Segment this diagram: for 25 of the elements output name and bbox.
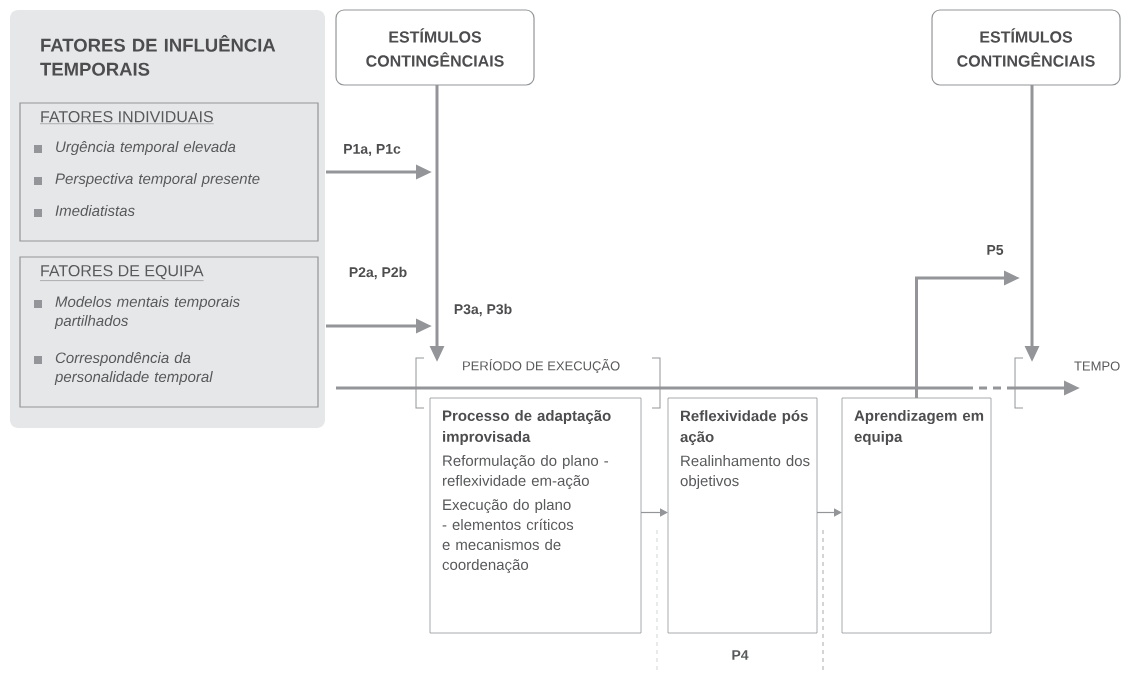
bullet-text: Imediatistas	[55, 205, 135, 217]
bullet-text: Perspectiva temporal presente	[55, 173, 260, 187]
stage-text: Reformulação do plano - reflexividade em-ação	[443, 455, 609, 490]
bullet-text: Correspondência da personalidade temporal	[54, 352, 213, 386]
stage-title: Aprendizagem em equipa	[854, 410, 984, 445]
arrow	[816, 508, 842, 517]
box-heading: FATORES INDIVIDUAIS	[39, 111, 214, 124]
edge-label: P5	[987, 245, 1004, 255]
edge-label: P1a, P1c	[344, 144, 401, 156]
arrow	[640, 508, 668, 517]
panel-heading: FATORES DE INFLUÊNCIA TEMPORAIS	[40, 35, 276, 76]
bullet-text: Modelos mentais temporais partilhados	[54, 296, 240, 329]
stage-text: Realinhamento dos objetivos	[680, 455, 810, 490]
axis-label: TEMPO	[1074, 361, 1120, 371]
bullet-text: Urgência temporal elevada	[56, 141, 236, 156]
stimulus-box: ESTÍMULOS CONTINGÊNCIAIS	[335, 9, 535, 86]
stage-title: Processo de adaptação improvisada	[443, 410, 611, 445]
stimulus-box: ESTÍMULOS CONTINGÊNCIAIS	[931, 9, 1121, 86]
stage-text: Execução do plano - elementos críticos e mecanismos de coordenação	[442, 499, 574, 574]
box-heading: FATORES DE EQUIPA	[39, 265, 204, 281]
stage-title: Reflexividade pós ação	[680, 410, 808, 446]
edge-label: P3a, P3b	[454, 303, 512, 317]
proposition-label: P4	[732, 650, 749, 660]
period-label: PERÍODO DE EXECUÇÃO	[463, 358, 620, 374]
edge-label: P2a, P2b	[349, 266, 407, 280]
